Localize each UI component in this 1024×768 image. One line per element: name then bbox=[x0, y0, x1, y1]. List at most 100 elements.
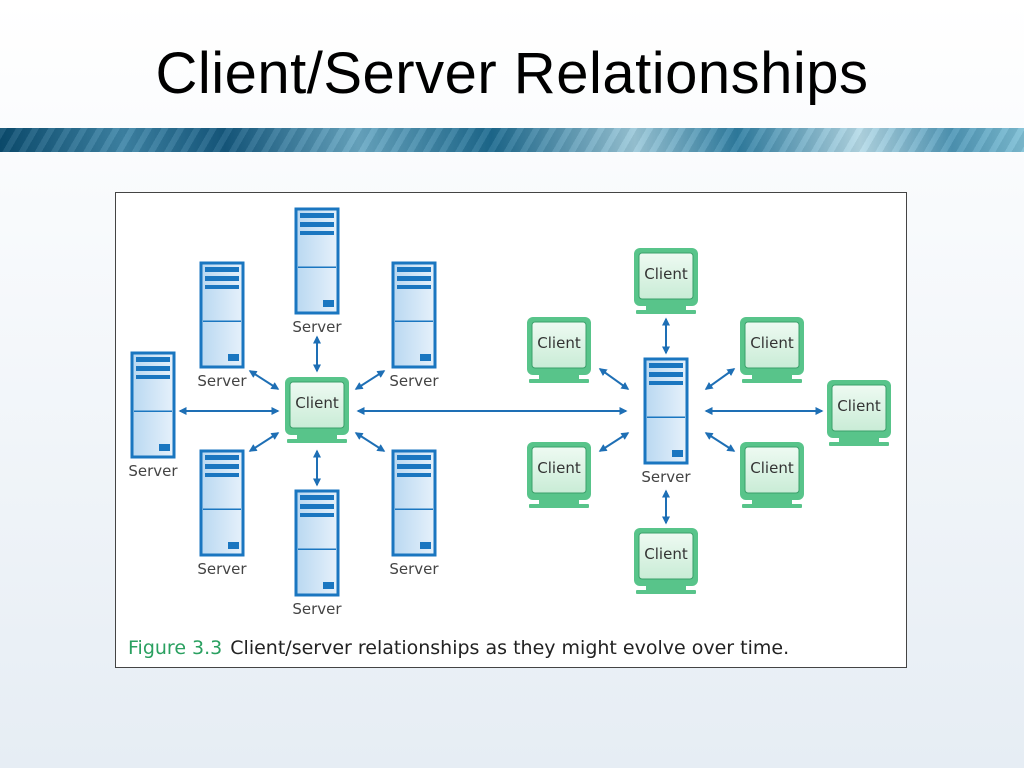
client-node-5: Client bbox=[527, 442, 591, 508]
client-label: Client bbox=[644, 265, 688, 283]
server-power-led bbox=[672, 450, 683, 457]
server-label: Server bbox=[292, 600, 342, 618]
banner-texture bbox=[0, 128, 1024, 152]
server-node-6: Server bbox=[389, 449, 439, 578]
monitor-screen bbox=[744, 321, 800, 369]
server-drive-bay bbox=[397, 285, 431, 289]
monitor-stand bbox=[297, 435, 337, 439]
server-power-led bbox=[420, 542, 431, 549]
monitor-stand bbox=[646, 306, 686, 310]
monitor-screen bbox=[638, 252, 694, 300]
server-node-7: Server bbox=[292, 489, 342, 618]
connection-arrows bbox=[178, 317, 824, 525]
server-power-led bbox=[228, 354, 239, 361]
server-drive-bay bbox=[300, 504, 334, 509]
server-label: Server bbox=[389, 560, 439, 578]
monitor-screen bbox=[638, 532, 694, 580]
server-node-5: Server bbox=[197, 449, 247, 578]
server-drive-bay bbox=[300, 222, 334, 227]
figure-caption-text: Client/server relationships as they migh… bbox=[230, 637, 790, 659]
server-node-2: Server bbox=[197, 261, 247, 390]
monitor-stand bbox=[839, 438, 879, 442]
server-drive-bay bbox=[205, 455, 239, 460]
bidirectional-arrow bbox=[248, 432, 280, 452]
server-drive-bay bbox=[649, 372, 683, 377]
server-node-1: Server bbox=[292, 207, 342, 336]
server-node-3: Server bbox=[389, 261, 439, 390]
client-label: Client bbox=[295, 394, 339, 412]
center-client: Client bbox=[285, 377, 349, 443]
bidirectional-arrow bbox=[248, 370, 280, 390]
monitor-stand bbox=[752, 375, 792, 379]
server-drive-bay bbox=[205, 285, 239, 289]
client-node-7: Client bbox=[634, 528, 698, 594]
bidirectional-arrow bbox=[704, 432, 736, 452]
decorative-banner bbox=[0, 128, 1024, 152]
server-drive-bay bbox=[300, 513, 334, 517]
server-label: Server bbox=[389, 372, 439, 390]
server-label: Server bbox=[197, 372, 247, 390]
client-node-3: Client bbox=[740, 317, 804, 383]
slide-title: Client/Server Relationships bbox=[155, 41, 869, 106]
monitor-stand bbox=[539, 375, 579, 379]
monitor-screen bbox=[744, 446, 800, 494]
client-node-1: Client bbox=[634, 248, 698, 314]
server-drive-bay bbox=[397, 455, 431, 460]
monitor-stand bbox=[646, 586, 686, 590]
client-node-2: Client bbox=[527, 317, 591, 383]
monitor-base bbox=[529, 504, 589, 508]
server-power-led bbox=[323, 582, 334, 589]
server-drive-bay bbox=[300, 231, 334, 235]
server-power-led bbox=[420, 354, 431, 361]
bidirectional-arrow bbox=[598, 368, 630, 390]
server-drive-bay bbox=[397, 464, 431, 469]
monitor-base bbox=[529, 379, 589, 383]
monitor-base bbox=[636, 590, 696, 594]
monitor-base bbox=[742, 379, 802, 383]
client-label: Client bbox=[837, 397, 881, 415]
server-drive-bay bbox=[649, 381, 683, 385]
bidirectional-arrow bbox=[354, 370, 386, 390]
server-label: Server bbox=[641, 468, 691, 486]
server-drive-bay bbox=[205, 473, 239, 477]
server-label: Server bbox=[197, 560, 247, 578]
server-drive-bay bbox=[205, 464, 239, 469]
client-label: Client bbox=[644, 545, 688, 563]
server-drive-bay bbox=[397, 267, 431, 272]
server-drive-bay bbox=[136, 366, 170, 371]
figure-caption: Figure 3.3 Client/server relationships as… bbox=[128, 637, 789, 659]
server-drive-bay bbox=[649, 363, 683, 368]
server-label: Server bbox=[292, 318, 342, 336]
bidirectional-arrow bbox=[598, 432, 630, 452]
client-label: Client bbox=[750, 334, 794, 352]
client-label: Client bbox=[537, 334, 581, 352]
client-label: Client bbox=[750, 459, 794, 477]
monitor-stand bbox=[539, 500, 579, 504]
figure-label: Figure 3.3 bbox=[128, 637, 223, 659]
client-node-6: Client bbox=[740, 442, 804, 508]
server-drive-bay bbox=[205, 276, 239, 281]
server-label: Server bbox=[128, 462, 178, 480]
server-drive-bay bbox=[397, 473, 431, 477]
monitor-base bbox=[636, 310, 696, 314]
server-power-led bbox=[323, 300, 334, 307]
monitor-screen bbox=[531, 321, 587, 369]
server-drive-bay bbox=[397, 276, 431, 281]
monitor-base bbox=[287, 439, 347, 443]
monitor-screen bbox=[531, 446, 587, 494]
bidirectional-arrow bbox=[704, 368, 736, 390]
monitor-screen bbox=[289, 381, 345, 429]
server-drive-bay bbox=[136, 375, 170, 379]
server-drive-bay bbox=[205, 267, 239, 272]
center-server: Server bbox=[641, 357, 691, 486]
monitor-screen bbox=[831, 384, 887, 432]
server-drive-bay bbox=[136, 357, 170, 362]
monitor-stand bbox=[752, 500, 792, 504]
client-label: Client bbox=[537, 459, 581, 477]
server-power-led bbox=[159, 444, 170, 451]
client-node-4: Client bbox=[827, 380, 891, 446]
server-power-led bbox=[228, 542, 239, 549]
